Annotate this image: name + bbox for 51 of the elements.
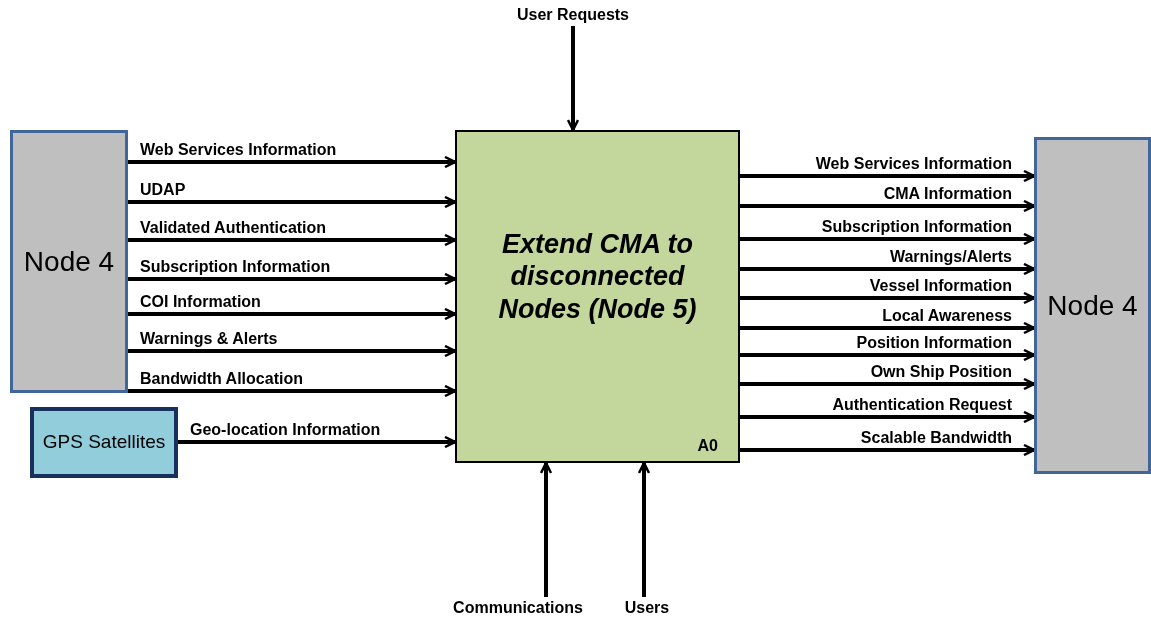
arrow: [740, 262, 1036, 276]
node-box: [1034, 137, 1151, 474]
arrow: [178, 435, 457, 449]
edge-label: Vessel Information: [869, 277, 1012, 295]
arrow: [128, 384, 457, 398]
arrow: [128, 233, 457, 247]
edge-label: Web Services Information: [815, 155, 1012, 173]
arrow: [740, 169, 1036, 183]
edge-label: Web Services Information: [140, 141, 337, 159]
input-label: User Requests: [516, 5, 629, 25]
edge-label: COI Information: [140, 293, 261, 311]
edge-label: Subscription Information: [140, 258, 331, 276]
arrow: [740, 377, 1036, 391]
edge-label: Authentication Request: [832, 396, 1012, 414]
edge-label: Own Ship Position: [870, 363, 1012, 381]
mechanism-label: Communications: [453, 598, 583, 618]
node-label: GPS Satellites: [41, 431, 167, 454]
edge-label: CMA Information: [883, 185, 1012, 203]
edge-label: Scalable Bandwidth: [860, 429, 1012, 447]
source-box: [30, 407, 178, 478]
activity-title: Extend CMA to disconnected Nodes (Node 5): [497, 227, 698, 326]
node-box: [10, 130, 128, 393]
edge-label: Position Information: [856, 334, 1012, 352]
edge-label: Geo-location Information: [190, 421, 381, 439]
edge-label: Bandwidth Allocation: [140, 370, 303, 388]
arrow: [740, 321, 1036, 335]
arrow: [128, 155, 457, 169]
arrow: [740, 443, 1036, 457]
arrow: [128, 195, 457, 209]
edge-label: Validated Authentication: [140, 219, 327, 237]
arrow: [637, 461, 651, 597]
arrow: [539, 461, 553, 597]
arrow: [740, 410, 1036, 424]
arrow: [740, 199, 1036, 213]
edge-label: UDAP: [140, 181, 186, 199]
arrow: [740, 348, 1036, 362]
activity-box: [455, 130, 740, 463]
arrow: [740, 232, 1036, 246]
edge-label: Subscription Information: [821, 218, 1012, 236]
arrow: [128, 307, 457, 321]
arrow: [128, 344, 457, 358]
arrow: [566, 26, 580, 132]
node-label: Node 4: [1046, 288, 1139, 323]
mechanism-label: Users: [624, 598, 670, 618]
arrow: [128, 272, 457, 286]
edge-label: Warnings/Alerts: [889, 248, 1012, 266]
arrow: [740, 291, 1036, 305]
node-label: Node 4: [22, 244, 116, 279]
edge-label: Warnings & Alerts: [140, 330, 278, 348]
activity-number: A0: [697, 435, 718, 455]
edge-label: Local Awareness: [882, 307, 1012, 325]
